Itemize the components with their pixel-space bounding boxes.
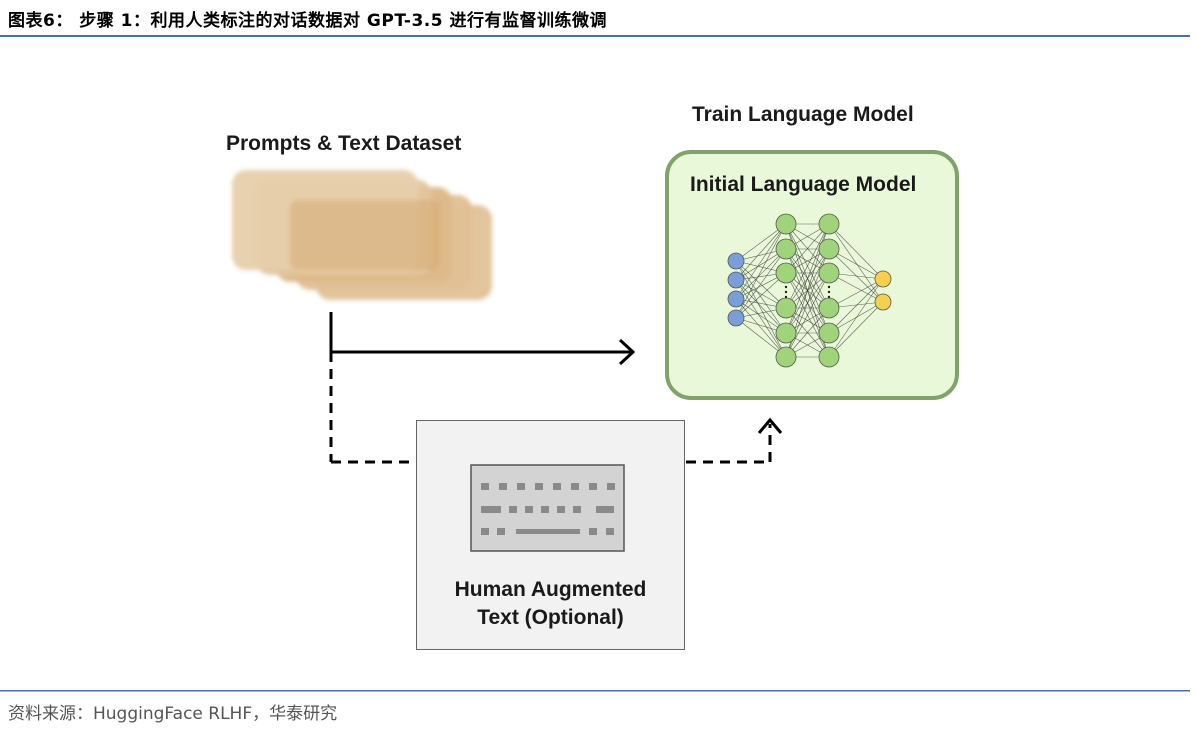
hidden-node	[818, 262, 840, 284]
input-node	[727, 271, 745, 289]
human-label-line1: Human Augmented	[454, 578, 647, 601]
network-edge	[735, 317, 787, 358]
arrow-up-icon	[757, 417, 783, 434]
network-edge	[735, 248, 787, 300]
ellipsis-dot	[827, 290, 831, 294]
prompts-dataset-label: Prompts & Text Dataset	[226, 132, 462, 155]
initial-model-label: Initial Language Model	[690, 173, 917, 196]
network-edge	[735, 223, 787, 319]
ellipsis-dot	[784, 295, 788, 299]
hidden-node	[775, 262, 797, 284]
input-node	[727, 252, 745, 270]
train-model-label: Train Language Model	[692, 103, 914, 126]
network-edge	[735, 260, 787, 334]
input-node	[727, 309, 745, 327]
network-edge	[735, 279, 787, 358]
bottom-rule	[0, 690, 1190, 692]
network-edge	[785, 223, 830, 309]
ellipsis-dot	[784, 290, 788, 294]
hidden-node	[818, 238, 840, 260]
hidden-node	[818, 346, 840, 368]
output-node	[874, 293, 892, 311]
ellipsis-dot	[784, 285, 788, 289]
figure-title: 图表6： 步骤 1：利用人类标注的对话数据对 GPT-3.5 进行有监督训练微调	[8, 11, 608, 31]
network-edge	[735, 223, 787, 281]
network-edge	[735, 272, 787, 319]
network-edge	[828, 301, 884, 358]
output-node	[874, 270, 892, 288]
hidden-node	[775, 238, 797, 260]
hidden-node	[775, 346, 797, 368]
hidden-node	[818, 213, 840, 235]
network-edge	[735, 260, 787, 358]
top-rule	[0, 35, 1190, 37]
input-node	[727, 290, 745, 308]
hidden-node	[818, 322, 840, 344]
network-edge	[785, 223, 830, 274]
network-edge	[785, 307, 830, 358]
network-edge	[828, 248, 884, 303]
human-augmented-label: Human Augmented Text (Optional)	[416, 576, 685, 632]
dataset-core	[290, 200, 440, 270]
keyboard-icon	[470, 464, 625, 552]
hidden-node	[775, 213, 797, 235]
neural-network-icon	[727, 213, 892, 368]
hidden-node	[775, 322, 797, 344]
ellipsis-dot	[827, 295, 831, 299]
source-note: 资料来源：HuggingFace RLHF，华泰研究	[8, 704, 338, 724]
human-label-line2: Text (Optional)	[477, 606, 624, 629]
network-edge	[735, 279, 787, 334]
network-edge	[785, 272, 830, 358]
network-edge	[735, 223, 787, 300]
network-edge	[735, 298, 787, 358]
ellipsis-dot	[827, 285, 831, 289]
dashed-connector	[329, 352, 772, 464]
hidden-node	[775, 297, 797, 319]
network-edge	[828, 223, 884, 280]
network-edge	[828, 278, 884, 334]
hidden-node	[818, 297, 840, 319]
network-edge	[828, 223, 884, 303]
network-edge	[735, 248, 787, 319]
network-edge	[828, 278, 884, 358]
arrow-right-icon	[329, 312, 636, 366]
network-edge	[735, 260, 787, 309]
